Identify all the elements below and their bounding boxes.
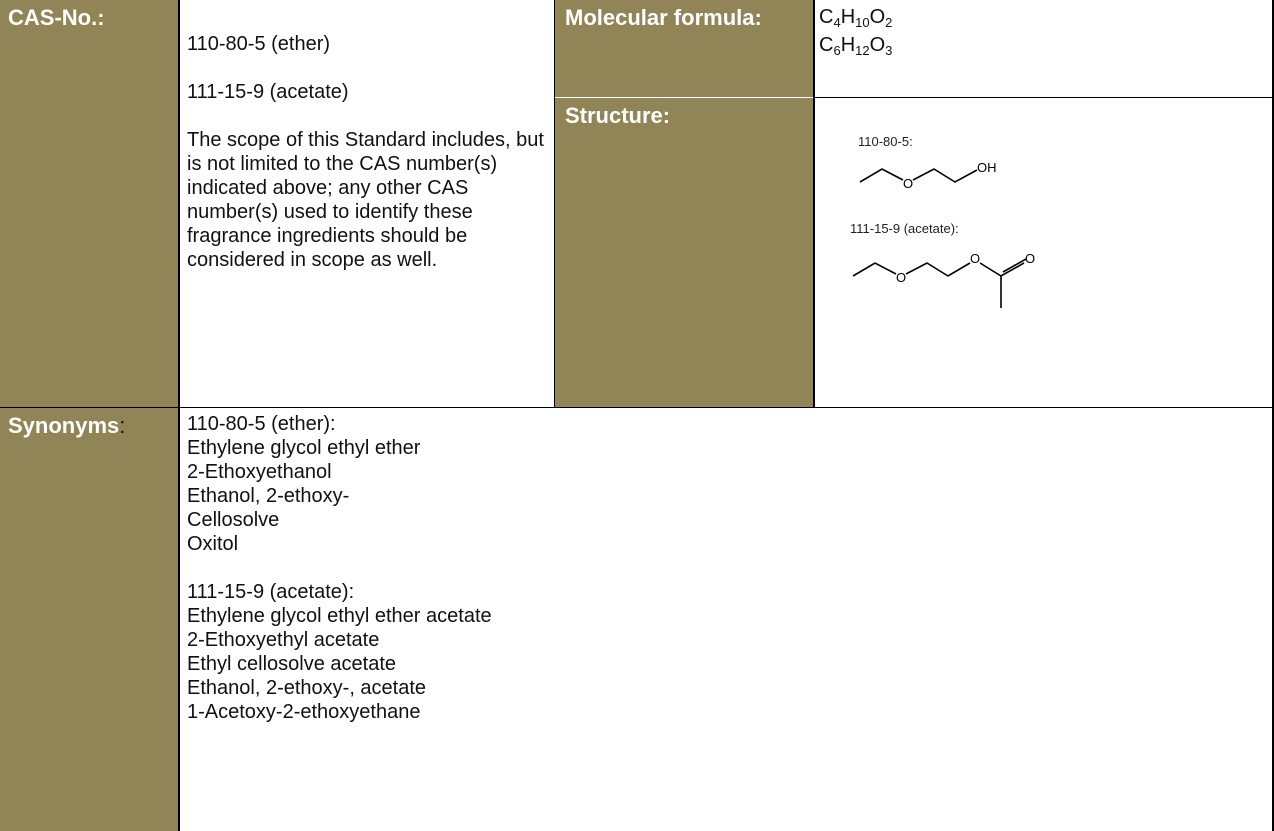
formula-element: C (819, 6, 834, 28)
divider (813, 97, 1274, 98)
divider (178, 0, 180, 831)
cas-number-acetate: 111-15-9 (acetate) (187, 81, 349, 103)
formula-element: C (819, 34, 834, 56)
structure-ether-hydroxyl: OH (977, 160, 997, 175)
formula-subscript: 12 (855, 43, 870, 58)
synonyms-value-cell: 110-80-5 (ether):Ethylene glycol ethyl e… (180, 408, 1274, 831)
synonym-item: Cellosolve (187, 509, 280, 531)
formula-subscript: 10 (855, 15, 870, 30)
synonyms-colon: : (119, 413, 126, 438)
synonym-group: 110-80-5 (ether):Ethylene glycol ethyl e… (187, 412, 1267, 556)
structure-ether-oxygen: O (903, 176, 913, 191)
synonym-item: Ethylene glycol ethyl ether (187, 437, 421, 459)
molecular-formula-label-cell: Molecular formula: (555, 0, 813, 97)
synonym-group: 111-15-9 (acetate):Ethylene glycol ethyl… (187, 580, 1267, 724)
structure-ether-diagram: O OH (859, 160, 997, 191)
formula-subscript: 6 (833, 43, 841, 58)
formula-element: O (869, 34, 886, 56)
synonym-group-heading: 110-80-5 (ether): (187, 413, 336, 435)
molecular-formula-acetate: C6H12O3 (819, 34, 1270, 62)
structure-acetate-carbonyl-oxygen: O (1025, 251, 1035, 266)
cas-value-cell: 110-80-5 (ether) 111-15-9 (acetate) The … (180, 0, 555, 407)
formula-element: H (840, 34, 856, 56)
structure-acetate-ether-oxygen: O (896, 270, 906, 285)
divider (0, 407, 1274, 408)
cas-scope-note: The scope of this Standard includes, but… (187, 129, 544, 271)
cas-number-ether: 110-80-5 (ether) (187, 33, 331, 55)
structure-acetate-ester-oxygen: O (970, 251, 980, 266)
synonym-item: 1-Acetoxy-2-ethoxyethane (187, 701, 421, 723)
formula-element: H (840, 6, 856, 28)
synonym-item: Ethanol, 2-ethoxy-, acetate (187, 677, 427, 699)
synonym-item: 2-Ethoxyethyl acetate (187, 629, 380, 651)
synonym-item: Ethylene glycol ethyl ether acetate (187, 605, 492, 627)
molecular-formula-label: Molecular formula: (565, 5, 762, 30)
synonym-item: Oxitol (187, 533, 239, 555)
structure-ether-caption: 110-80-5: (858, 134, 913, 149)
formula-element: O (869, 6, 886, 28)
synonyms-label: Synonyms (8, 413, 120, 438)
structure-label: Structure: (565, 103, 671, 128)
synonym-item: Ethanol, 2-ethoxy- (187, 485, 350, 507)
structure-label-cell: Structure: (555, 98, 813, 407)
divider (554, 0, 555, 407)
synonym-item: Ethyl cellosolve acetate (187, 653, 397, 675)
molecular-formula-value-cell: C4H10O2 C6H12O3 (815, 6, 1274, 96)
formula-subscript: 3 (885, 43, 893, 58)
divider (813, 0, 815, 407)
molecular-formula-ether: C4H10O2 (819, 6, 1270, 34)
cas-label: CAS-No.: (8, 5, 105, 30)
structure-value-cell: 110-80-5: O OH 111-15-9 (acetate): O O O (815, 98, 1274, 407)
formula-subscript: 2 (885, 15, 893, 30)
synonym-item: 2-Ethoxyethanol (187, 461, 332, 483)
divider (1272, 0, 1274, 831)
structure-acetate-caption: 111-15-9 (acetate): (850, 221, 959, 236)
formula-subscript: 4 (833, 15, 841, 30)
synonym-group-heading: 111-15-9 (acetate): (187, 581, 355, 603)
cas-label-cell: CAS-No.: (0, 0, 178, 407)
structure-acetate-diagram: O O O (852, 251, 1035, 308)
synonyms-label-cell: Synonyms: (0, 408, 178, 831)
synonym-groups: 110-80-5 (ether):Ethylene glycol ethyl e… (187, 412, 1267, 724)
divider (555, 97, 813, 98)
